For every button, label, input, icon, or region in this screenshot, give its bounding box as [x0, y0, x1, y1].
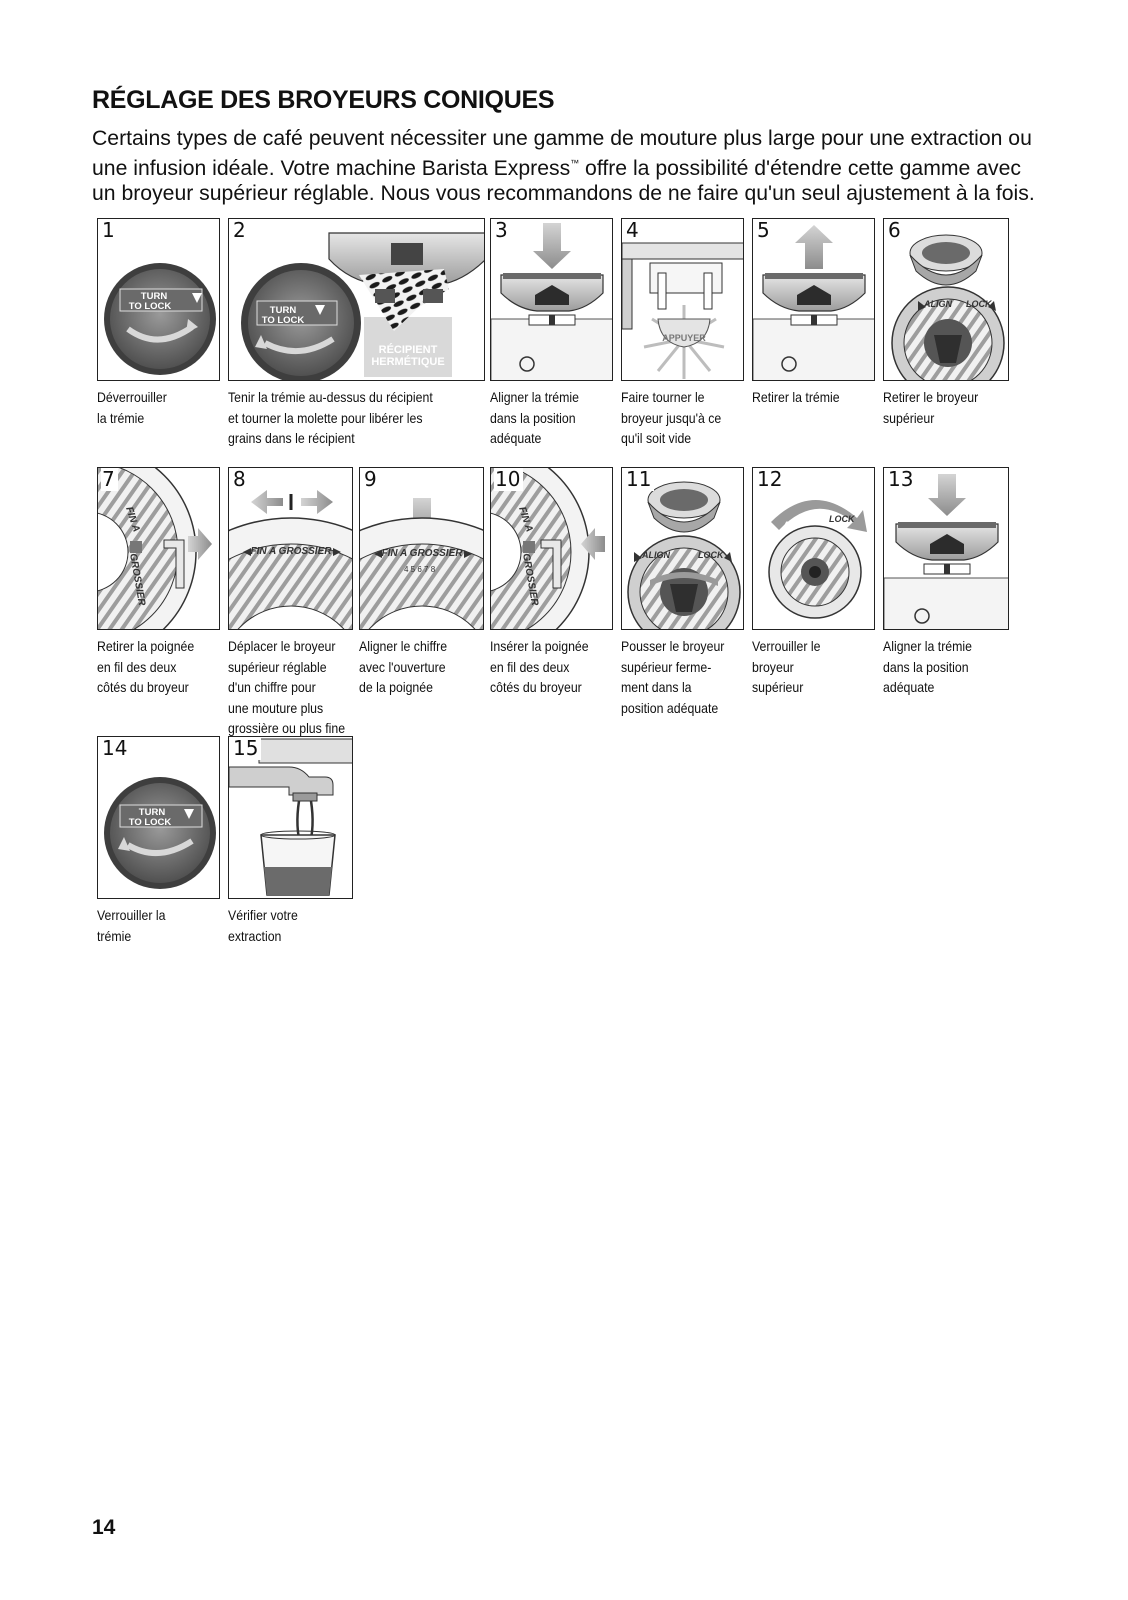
page-number: 14	[92, 1516, 116, 1539]
burr-handle-insert-icon: FIN A GROSSIER	[491, 468, 605, 629]
svg-text:TO LOCK: TO LOCK	[129, 301, 172, 312]
espresso-cup-icon	[229, 738, 352, 896]
intro-line-2a: une infusion idéale. Votre machine Baris…	[92, 157, 571, 180]
step-10-number: 10	[494, 468, 524, 491]
step-9-illustration: 9 FIN A GROSSIER 4 5 6 7 8	[359, 467, 484, 630]
svg-text:TO LOCK: TO LOCK	[262, 315, 305, 326]
svg-text:TO LOCK: TO LOCK	[129, 817, 172, 828]
step-5-illustration: 5	[752, 218, 875, 381]
step-2-illustration: 2 RÉCIPIENT HERMÉTIQUE TURN TO LOCK	[228, 218, 485, 381]
hermetic-container-icon: RÉCIPIENT HERMÉTIQUE	[364, 317, 452, 377]
burr-handle-remove-icon: FIN A GROSSIER	[98, 468, 212, 629]
step-6-illustration: 6 ALIGN LOCK	[883, 218, 1009, 381]
hopper-align-icon	[884, 474, 1008, 629]
step-8-number: 8	[232, 468, 249, 491]
step-11-illustration: 11 ALIGN LOCK	[621, 467, 744, 630]
step-12-number: 12	[756, 468, 786, 491]
step-5-caption: Retirer la trémie	[752, 389, 840, 405]
step-13-illustration: 13	[883, 467, 1009, 630]
svg-text:TURN: TURN	[141, 291, 168, 302]
intro-line-2b: offre la possibilité d'étendre cette gam…	[579, 157, 1021, 180]
step-7-number: 7	[101, 468, 118, 491]
svg-text:FIN A GROSSIER: FIN A GROSSIER	[251, 546, 333, 557]
turn-to-lock-dial-icon: TURN TO LOCK	[104, 777, 216, 889]
step-4-illustration: 4 APPUYER	[621, 218, 744, 381]
burr-align-number-icon: FIN A GROSSIER 4 5 6 7 8	[360, 498, 483, 629]
svg-text:TURN: TURN	[139, 807, 166, 818]
hopper-align-icon	[491, 223, 612, 380]
svg-text:LOCK: LOCK	[698, 550, 725, 560]
svg-text:RÉCIPIENT: RÉCIPIENT	[379, 343, 438, 356]
step-11-number: 11	[625, 468, 655, 491]
step-5-number: 5	[756, 219, 773, 242]
step-15-number: 15	[232, 737, 262, 760]
page-title: RÉGLAGE DES BROYEURS CONIQUES	[92, 86, 555, 114]
turn-to-lock-dial-icon: TURN TO LOCK	[104, 263, 216, 375]
step-6-number: 6	[887, 219, 904, 242]
burr-remove-icon: ALIGN LOCK	[891, 234, 1005, 380]
intro-paragraph: Certains types de café peuvent nécessite…	[92, 126, 1052, 206]
step-12-illustration: 12 ALIGN LOCK	[752, 467, 875, 630]
svg-text:HERMÉTIQUE: HERMÉTIQUE	[371, 355, 444, 368]
step-8-illustration: 8 FIN A GROSSIER	[228, 467, 353, 630]
svg-text:ALIGN: ALIGN	[782, 520, 811, 530]
svg-text:LOCK: LOCK	[829, 514, 856, 524]
step-15-illustration: 15	[228, 736, 353, 899]
step-10-illustration: 10 FIN A GROSSIER	[490, 467, 613, 630]
step-9-number: 9	[363, 468, 380, 491]
step-14-number: 14	[101, 737, 131, 760]
grinder-press-icon: APPUYER	[622, 242, 743, 379]
svg-text:4 5 6 7 8: 4 5 6 7 8	[404, 565, 436, 574]
step-7-illustration: 7 FIN A GROSSIER	[97, 467, 220, 630]
step-13-number: 13	[887, 468, 917, 491]
intro-line-3: un broyeur supérieur réglable. Nous vous…	[92, 182, 1035, 205]
svg-text:TURN: TURN	[270, 305, 297, 316]
svg-text:APPUYER: APPUYER	[662, 333, 706, 343]
step-2-number: 2	[232, 219, 249, 242]
hopper-icon	[328, 232, 484, 331]
svg-text:ALIGN: ALIGN	[923, 299, 952, 309]
turn-to-lock-dial-icon: TURN TO LOCK	[241, 263, 361, 380]
step-3-illustration: 3	[490, 218, 613, 381]
step-1-illustration: 1 TURN TO LOCK	[97, 218, 220, 381]
intro-line-1: Certains types de café peuvent nécessite…	[92, 127, 1032, 150]
step-4-number: 4	[625, 219, 642, 242]
step-14-illustration: 14 TURN TO LOCK	[97, 736, 220, 899]
step-3-number: 3	[494, 219, 511, 242]
svg-text:FIN A GROSSIER: FIN A GROSSIER	[382, 548, 464, 559]
trademark-symbol: ™	[570, 158, 580, 168]
burr-lock-icon: ALIGN LOCK	[768, 499, 867, 619]
svg-text:LOCK: LOCK	[966, 299, 993, 309]
svg-text:ALIGN: ALIGN	[641, 550, 670, 560]
hopper-remove-icon	[753, 225, 874, 380]
burr-adjust-icon: FIN A GROSSIER	[229, 490, 352, 629]
burr-insert-icon: ALIGN LOCK	[627, 481, 741, 629]
step-1-number: 1	[101, 219, 118, 242]
